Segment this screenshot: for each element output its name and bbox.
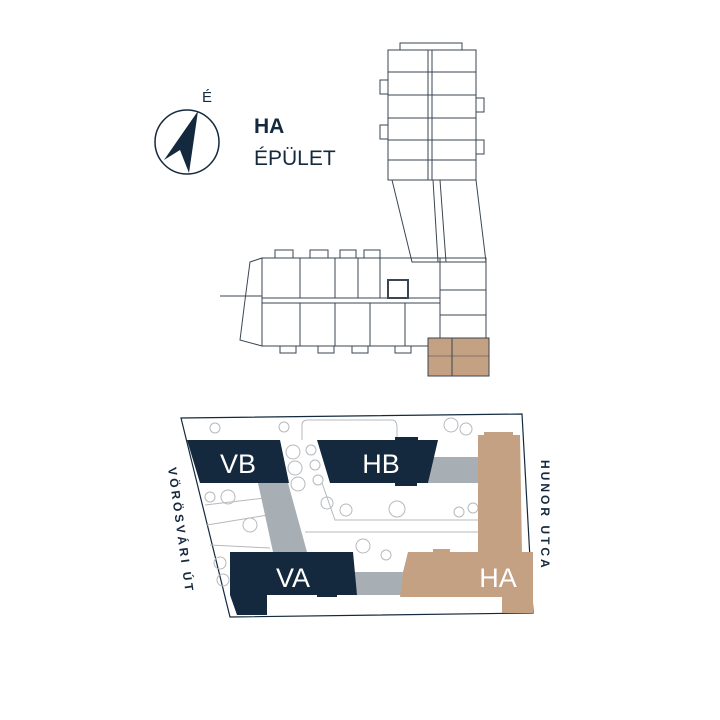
building-va[interactable]: VA [230,552,357,615]
north-arrow-icon [164,111,198,173]
floor-plan [220,42,490,377]
building-vb[interactable]: VB [187,440,289,483]
building-subtitle: ÉPÜLET [254,147,336,170]
compass: É [154,89,220,175]
building-label-ha: HA [479,563,517,593]
building-ha[interactable]: HA [400,432,533,613]
connector-hb-ha [428,457,480,483]
street-label-left: VÖRÖSVÁRI ÚT [165,466,198,594]
compass-ring [154,109,220,175]
street-label-right: HUNOR UTCA [538,460,552,571]
building-code: HA [254,115,284,138]
site-plan: VB HB VA HA VÖRÖSVÁRI ÚT HUNOR UTCA [165,413,552,618]
building-hb[interactable]: HB [317,437,438,486]
building-label-va: VA [276,563,310,593]
north-label: É [202,89,212,106]
building-label-vb: VB [220,449,256,479]
highlighted-unit[interactable] [427,337,490,377]
building-label-hb: HB [362,449,400,479]
connector-vb-va [258,483,307,552]
connector-va-ha [353,572,403,595]
